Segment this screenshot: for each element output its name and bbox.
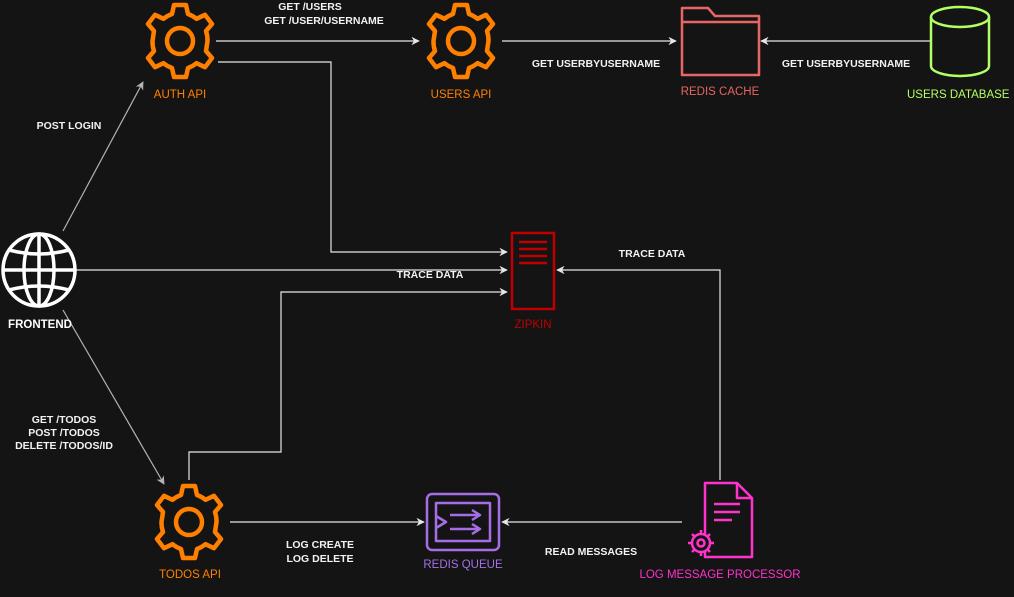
edge-label-processor-zipkin: TRACE DATA: [619, 248, 686, 260]
node-label-zipkin: ZIPKIN: [514, 319, 551, 331]
node-redis-queue: REDIS QUEUE: [423, 492, 503, 571]
globe-icon: [1, 232, 77, 308]
edge-todos-to-zipkin: [188, 287, 508, 480]
node-label-users-database: USERS DATABASE: [907, 89, 1010, 101]
edge-label-frontend-todos-1: GET /TODOS: [32, 414, 97, 426]
database-cylinder-icon: [929, 5, 991, 78]
edge-label-frontend-todos-2: POST /TODOS: [28, 427, 100, 439]
document-gear-icon: [688, 481, 754, 559]
node-users-database: USERS DATABASE: [907, 5, 1010, 101]
edge-processor-to-zipkin: [556, 265, 721, 480]
edge-label-frontend-zipkin: TRACE DATA: [397, 269, 464, 281]
node-label-frontend: FRONTEND: [8, 319, 72, 331]
edge-label-auth-users-2: GET /USER/USERNAME: [264, 15, 384, 27]
queue-icon: [425, 492, 501, 552]
node-zipkin: ZIPKIN: [510, 231, 556, 331]
node-auth-api: AUTH API: [148, 5, 212, 101]
node-users-api: USERS API: [429, 5, 493, 101]
node-frontend: FRONTEND: [1, 232, 77, 331]
node-label-log-processor: LOG MESSAGE PROCESSOR: [639, 569, 800, 581]
edge-label-users-cache: GET USERBYUSERNAME: [532, 58, 660, 70]
gear-icon: [148, 5, 212, 77]
node-label-redis-queue: REDIS QUEUE: [423, 559, 503, 571]
node-label-auth-api: AUTH API: [154, 89, 206, 101]
node-label-users-api: USERS API: [431, 89, 492, 101]
node-label-redis-cache: REDIS CACHE: [681, 86, 760, 98]
edges: [62, 36, 930, 527]
edge-label-frontend-auth: POST LOGIN: [37, 120, 102, 132]
node-redis-cache: REDIS CACHE: [680, 6, 761, 98]
edge-label-frontend-todos-3: DELETE /TODOS/ID: [15, 440, 113, 452]
edge-frontend-to-auth: [62, 81, 144, 232]
edge-frontend-to-todos: [62, 309, 165, 485]
folder-icon: [680, 6, 761, 77]
edge-label-processor-queue: READ MESSAGES: [545, 546, 637, 558]
edge-label-auth-users-1: GET /USERS: [278, 1, 342, 13]
server-icon: [510, 231, 556, 311]
gear-icon: [429, 5, 493, 77]
edge-auth-to-zipkin: [218, 61, 508, 257]
node-todos-api: TODOS API: [157, 486, 221, 581]
node-log-processor: LOG MESSAGE PROCESSOR: [639, 481, 801, 581]
edge-label-todos-queue-2: LOG DELETE: [286, 553, 353, 565]
edge-label-todos-queue-1: LOG CREATE: [286, 539, 354, 551]
edge-label-db-cache: GET USERBYUSERNAME: [782, 58, 910, 70]
gear-icon: [157, 486, 221, 558]
node-label-todos-api: TODOS API: [159, 569, 221, 581]
edge-labels: GET /USERS GET /USER/USERNAME GET USERBY…: [15, 1, 910, 565]
